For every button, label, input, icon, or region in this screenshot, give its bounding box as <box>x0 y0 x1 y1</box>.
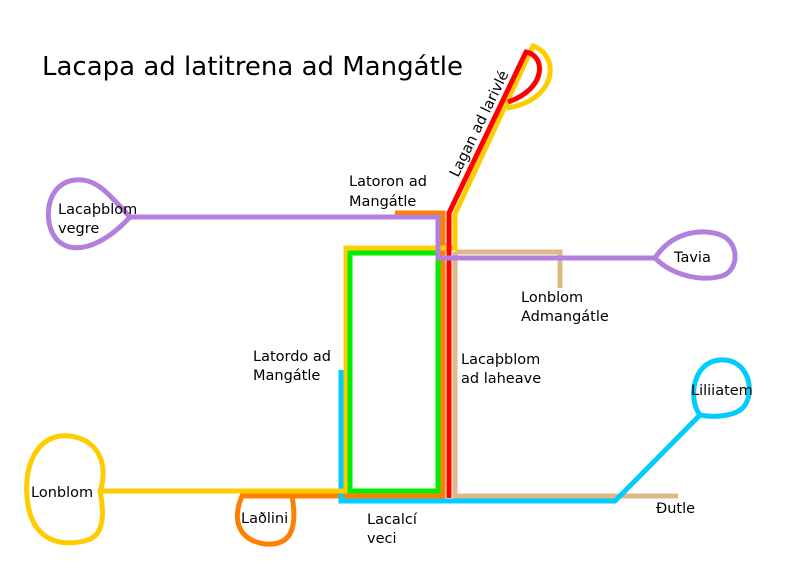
red-line <box>446 49 542 498</box>
tavia-loop <box>651 229 738 281</box>
station-tavia: Tavia <box>673 250 711 266</box>
station-dutle: Đutle <box>656 501 695 517</box>
lacapblom-vegre-loop <box>45 177 134 251</box>
station-latordo-line2: Mangátle <box>253 368 320 384</box>
tan-line-lower <box>452 252 678 499</box>
station-latordo-line1: Latordo ad <box>253 349 331 365</box>
lonblom-loop <box>24 433 106 546</box>
purple-line <box>130 214 655 261</box>
ladlini-loop <box>235 495 297 547</box>
liliiatem-loop <box>691 357 752 419</box>
cyan-line <box>338 370 702 504</box>
station-lacapblom-laheave-line2: ad laheave <box>461 371 541 387</box>
green-line <box>347 250 441 494</box>
station-lacapblom-vegre-line2: vegre <box>58 221 99 237</box>
station-lacapblom-vegre-line1: Lacaþblom <box>58 202 137 218</box>
station-lacapblom-laheave-line1: Lacaþblom <box>461 352 540 368</box>
station-latoron-line1: Latoron ad <box>349 174 427 190</box>
map-title: Lacapa ad latitrena ad Mangátle <box>42 52 463 82</box>
station-latoron-line2: Mangátle <box>349 194 416 210</box>
station-lonblom: Lonblom <box>31 485 93 501</box>
station-ladlini: Laðlini <box>241 511 288 527</box>
yellow-line <box>100 42 553 494</box>
station-lonblom-admangatle-line1: Lonblom <box>521 290 583 306</box>
station-lacalci-line1: Lacalcí <box>367 512 418 528</box>
station-lacalci-line2: veci <box>367 531 397 547</box>
tan-line-upper <box>455 249 563 288</box>
station-lonblom-admangatle-line2: Admangátle <box>521 309 609 325</box>
station-liliiatem: Liliiatem <box>691 383 753 399</box>
